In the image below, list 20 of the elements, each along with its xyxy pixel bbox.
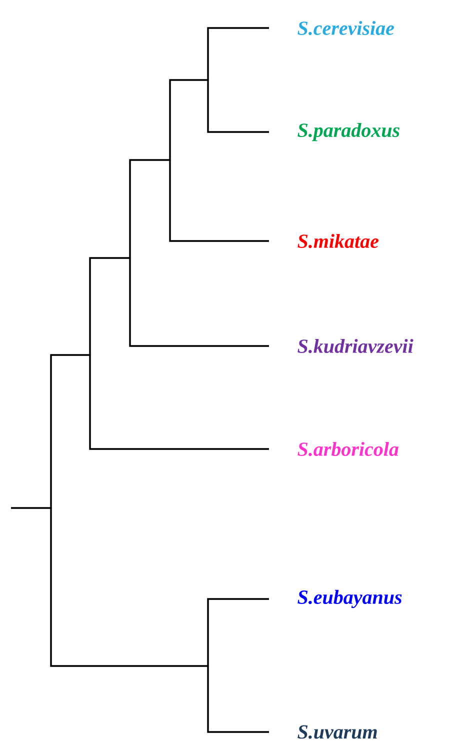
species-label: S.uvarum [298,725,377,739]
branch-line [11,507,51,509]
species-label: S.arboricola [298,442,398,456]
branch-line [50,354,90,508]
branch-line [207,80,269,133]
branch-line [129,159,170,258]
species-label: S.eubayanus [298,590,402,608]
branch-line [207,666,269,733]
branch-line [89,257,130,355]
branch-line [89,355,269,450]
branch-line [129,258,269,347]
branch-line [207,27,269,80]
species-label: S.cerevisiae [298,20,394,36]
species-label: S.paradoxus [298,122,400,142]
species-label: S.mikatae [298,234,378,248]
species-label: S.kudriavzevii [298,338,414,354]
branch-line [169,79,208,160]
branch-line [207,598,269,666]
branch-line [50,508,208,667]
branch-line [169,160,269,242]
